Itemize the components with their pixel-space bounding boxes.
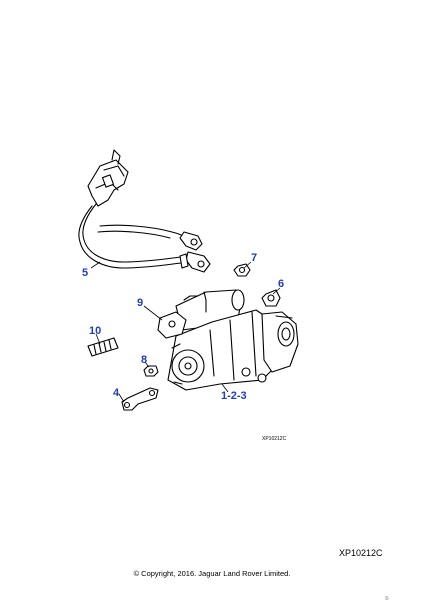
nut-7	[233, 263, 251, 277]
leader-lines	[90, 261, 281, 403]
callout-9: 9	[137, 297, 143, 309]
corner-mark: ©	[385, 595, 389, 600]
diagram-code: XP10212C	[339, 548, 383, 558]
copyright-notice: © Copyright, 2016. Jaguar Land Rover Lim…	[134, 569, 291, 578]
starter-motor	[157, 289, 299, 391]
callout-10: 10	[89, 325, 101, 337]
callout-6: 6	[278, 278, 284, 290]
diagram-code-small: XP10212C	[262, 436, 287, 442]
callout-1-2-3: 1-2-3	[221, 390, 247, 402]
callout-5: 5	[82, 267, 88, 279]
callout-8: 8	[141, 354, 147, 366]
stud-10	[87, 337, 119, 357]
nut-6	[261, 289, 281, 307]
wiring-harness	[78, 149, 211, 273]
nut-8	[143, 365, 159, 377]
bracket-4	[121, 387, 159, 411]
callout-4: 4	[113, 387, 120, 399]
callout-7: 7	[251, 252, 257, 264]
